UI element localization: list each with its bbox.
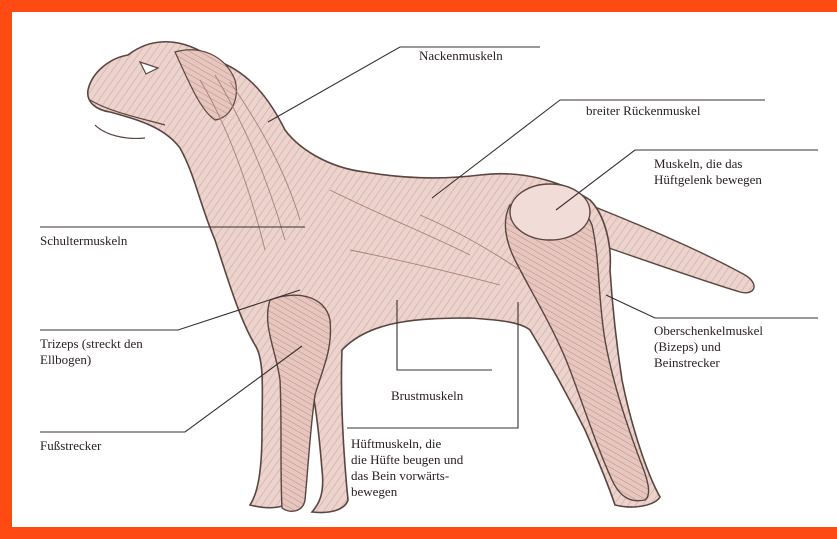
label-oberschenkelmuskel: Oberschenkelmuskel (Bizeps) und Beinstre…	[654, 323, 763, 371]
hip-muscle	[510, 184, 590, 240]
tongue	[95, 125, 145, 138]
label-brustmuskeln: Brustmuskeln	[391, 388, 463, 404]
tail	[590, 205, 754, 293]
label-fussstrecker: Fußstrecker	[40, 438, 101, 454]
label-breiter-rueckenmuskel: breiter Rückenmuskel	[586, 103, 700, 119]
label-nackenmuskeln: Nackenmuskeln	[419, 48, 503, 64]
label-schultermuskeln: Schultermuskeln	[40, 233, 127, 249]
leader-oberschenkelmuskel	[606, 295, 818, 318]
label-hueftmuskeln: Hüftmuskeln, die die Hüfte beugen und da…	[351, 436, 463, 500]
label-trizeps: Trizeps (streckt den Ellbogen)	[40, 336, 143, 368]
label-huftgelenk: Muskeln, die das Hüftgelenk bewegen	[654, 156, 762, 188]
